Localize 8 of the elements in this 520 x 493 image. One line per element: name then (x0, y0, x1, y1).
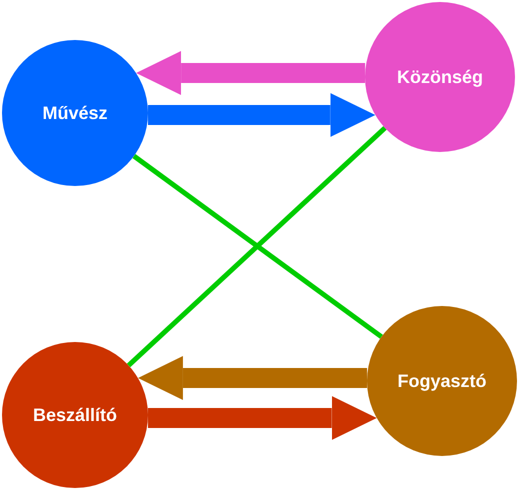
connector-line (126, 126, 387, 368)
node-label: Beszállító (32, 404, 118, 426)
connector-line (132, 154, 383, 339)
node-label: Művész (42, 102, 108, 124)
arrow (136, 51, 366, 95)
node-label: Fogyasztó (397, 370, 486, 392)
arrow (148, 396, 377, 440)
node-label: Közönség (396, 66, 483, 88)
